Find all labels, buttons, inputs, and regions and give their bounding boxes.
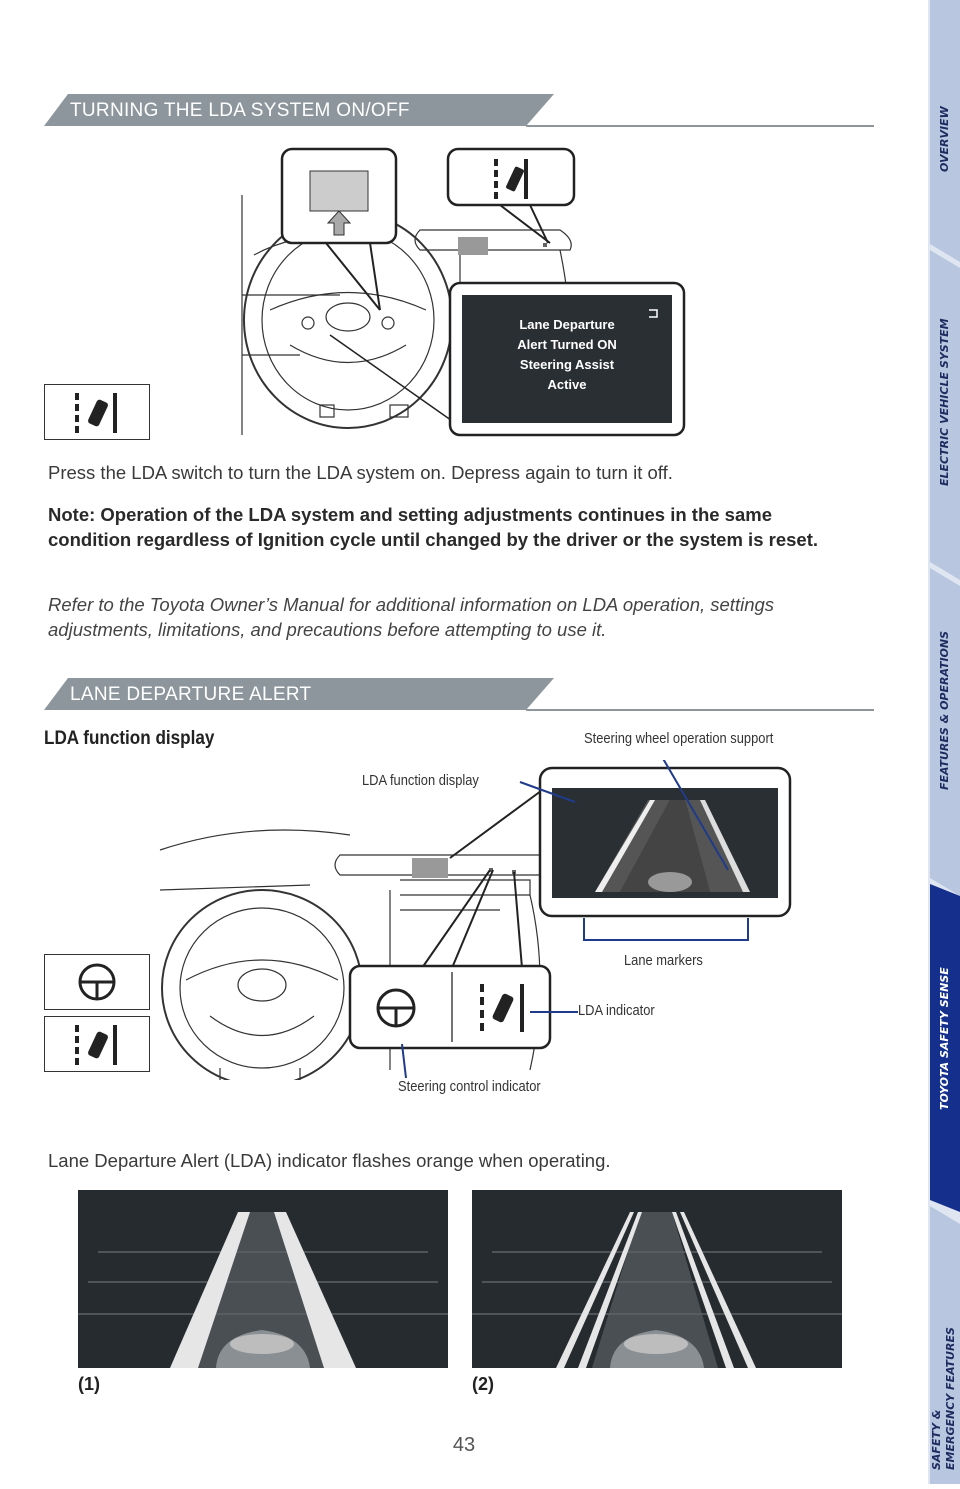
sidebar-tab-overview[interactable]: OVERVIEW: [938, 106, 951, 172]
screen-message-line: Steering Assist: [519, 357, 615, 372]
image-label-1: (1): [78, 1374, 100, 1394]
callout-steering-wheel-operation-support: Steering wheel operation support: [584, 730, 774, 747]
tab-bg-tss: [930, 884, 960, 1212]
lda-indicator-icon: [75, 1025, 117, 1065]
sidebar-tab-features-operations[interactable]: FEATURES & OPERATIONS: [938, 630, 951, 790]
callout-lda-indicator: LDA indicator: [578, 1002, 655, 1019]
paragraph-note: Note: Operation of the LDA system and se…: [48, 504, 818, 550]
screen-message-line: Alert Turned ON: [517, 337, 617, 352]
callout-lda-function-display: LDA function display: [362, 772, 479, 789]
dashboard-illustration-lda-display: [150, 749, 800, 1087]
section-title: LANE DEPARTURE ALERT: [70, 684, 312, 705]
callout-steering-control-indicator: Steering control indicator: [398, 1078, 541, 1095]
sidebar-tab-safety-emergency-line1[interactable]: SAFETY &: [930, 1409, 943, 1470]
screen-message: Lane Departure Alert Turned ON Steering …: [462, 315, 672, 395]
callout-lane-markers: Lane markers: [624, 952, 703, 969]
paragraph-refer-manual: Refer to the Toyota Owner’s Manual for a…: [48, 594, 775, 640]
figure-heading: LDA function display: [44, 728, 215, 749]
lda-indicator-icon: [75, 393, 117, 433]
lda-switch-icon-box: [44, 384, 150, 440]
lane-image-2: [472, 1190, 842, 1368]
section-title: TURNING THE LDA SYSTEM ON/OFF: [70, 100, 410, 121]
sidebar-tabs-graphic: [928, 0, 960, 1484]
lane-image-1: [78, 1190, 448, 1368]
screen-message-line: Active: [547, 377, 587, 392]
lane-display-graphic: [78, 1212, 448, 1368]
paragraph-lda-flashes: Lane Departure Alert (LDA) indicator fla…: [48, 1150, 611, 1171]
tab-bg-ev: [930, 250, 960, 580]
section-header-lda: LANE DEPARTURE ALERT: [44, 678, 874, 711]
sidebar-tab-safety-emergency-line2[interactable]: EMERGENCY FEATURES: [944, 1327, 957, 1470]
image-label-2: (2): [472, 1374, 494, 1394]
tab-bg-overview: [930, 0, 960, 262]
screen-message-line: Lane Departure: [519, 317, 615, 332]
dashboard-drawing: [241, 147, 686, 437]
steering-control-icon-box: [44, 954, 150, 1010]
dashboard-illustration-lda-switch: Lane Departure Alert Turned ON Steering …: [230, 145, 690, 440]
dashboard-drawing: [159, 749, 792, 1087]
section-sidebar: OVERVIEW ELECTRIC VEHICLE SYSTEM FEATURE…: [928, 0, 960, 1484]
sidebar-tab-toyota-safety-sense[interactable]: TOYOTA SAFETY SENSE: [938, 967, 951, 1110]
section-header-turning: TURNING THE LDA SYSTEM ON/OFF: [44, 94, 874, 127]
sidebar-tab-electric-vehicle-system[interactable]: ELECTRIC VEHICLE SYSTEM: [938, 318, 951, 486]
lane-display-graphic: [472, 1212, 842, 1368]
steering-wheel-icon: [78, 963, 116, 1001]
tab-bg-safety: [930, 1206, 960, 1484]
tab-bg-features: [930, 568, 960, 896]
lda-indicator-icon-box: [44, 1016, 150, 1072]
paragraph-press-switch: Press the LDA switch to turn the LDA sys…: [48, 462, 673, 483]
page-number: 43: [452, 1434, 476, 1456]
